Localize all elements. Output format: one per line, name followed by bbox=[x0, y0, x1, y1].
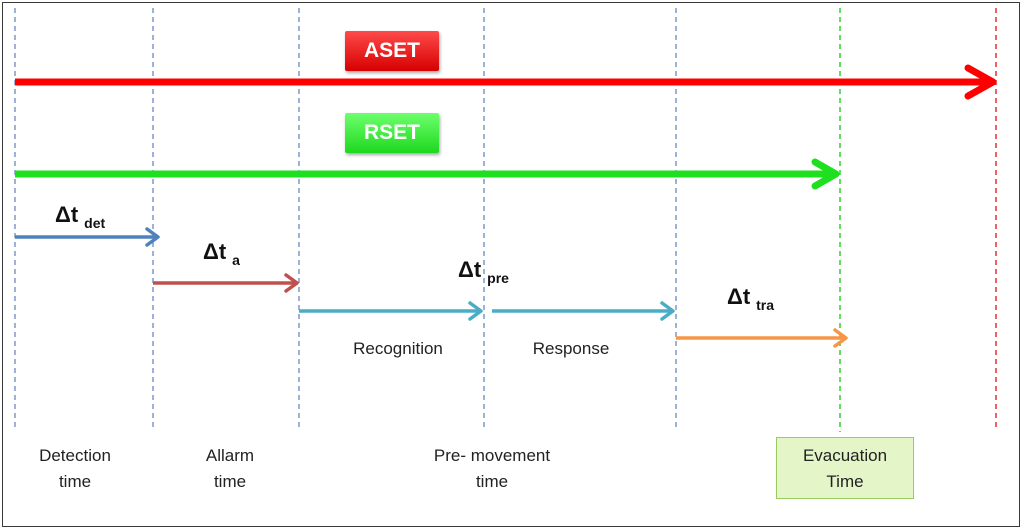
phase-label-premovement: Pre- movement time bbox=[402, 443, 582, 495]
response-label: Response bbox=[533, 339, 610, 358]
phase-label-detection: Detection time bbox=[15, 443, 135, 495]
recognition-label: Recognition bbox=[353, 339, 443, 358]
phase-label-alarm-line2: time bbox=[213, 472, 247, 491]
phase-label-alarm-line1: Allarm bbox=[205, 446, 255, 465]
travel-arrow bbox=[676, 328, 848, 348]
phase-label-premovement-line1: Pre- movement bbox=[433, 446, 551, 465]
phase-label-detection-line2: time bbox=[58, 472, 92, 491]
aset-arrow bbox=[15, 64, 997, 100]
response-arrow bbox=[492, 301, 675, 321]
recognition-arrow bbox=[299, 301, 483, 321]
aset-badge: ASET bbox=[345, 31, 439, 71]
phase-label-premovement-line2: time bbox=[475, 472, 509, 491]
phase-label-alarm: Allarm time bbox=[170, 443, 290, 495]
alarm-arrow bbox=[153, 273, 299, 293]
phase-label-evacuation-line1: Evacuation bbox=[802, 446, 888, 465]
evacuation-time-box: Evacuation Time bbox=[776, 437, 914, 499]
rset-badge: RSET bbox=[345, 113, 439, 153]
phase-label-evacuation-line2: Time bbox=[826, 472, 864, 491]
detection-arrow bbox=[15, 227, 160, 247]
phase-label-detection-line1: Detection bbox=[39, 446, 111, 465]
rset-arrow bbox=[15, 158, 840, 190]
